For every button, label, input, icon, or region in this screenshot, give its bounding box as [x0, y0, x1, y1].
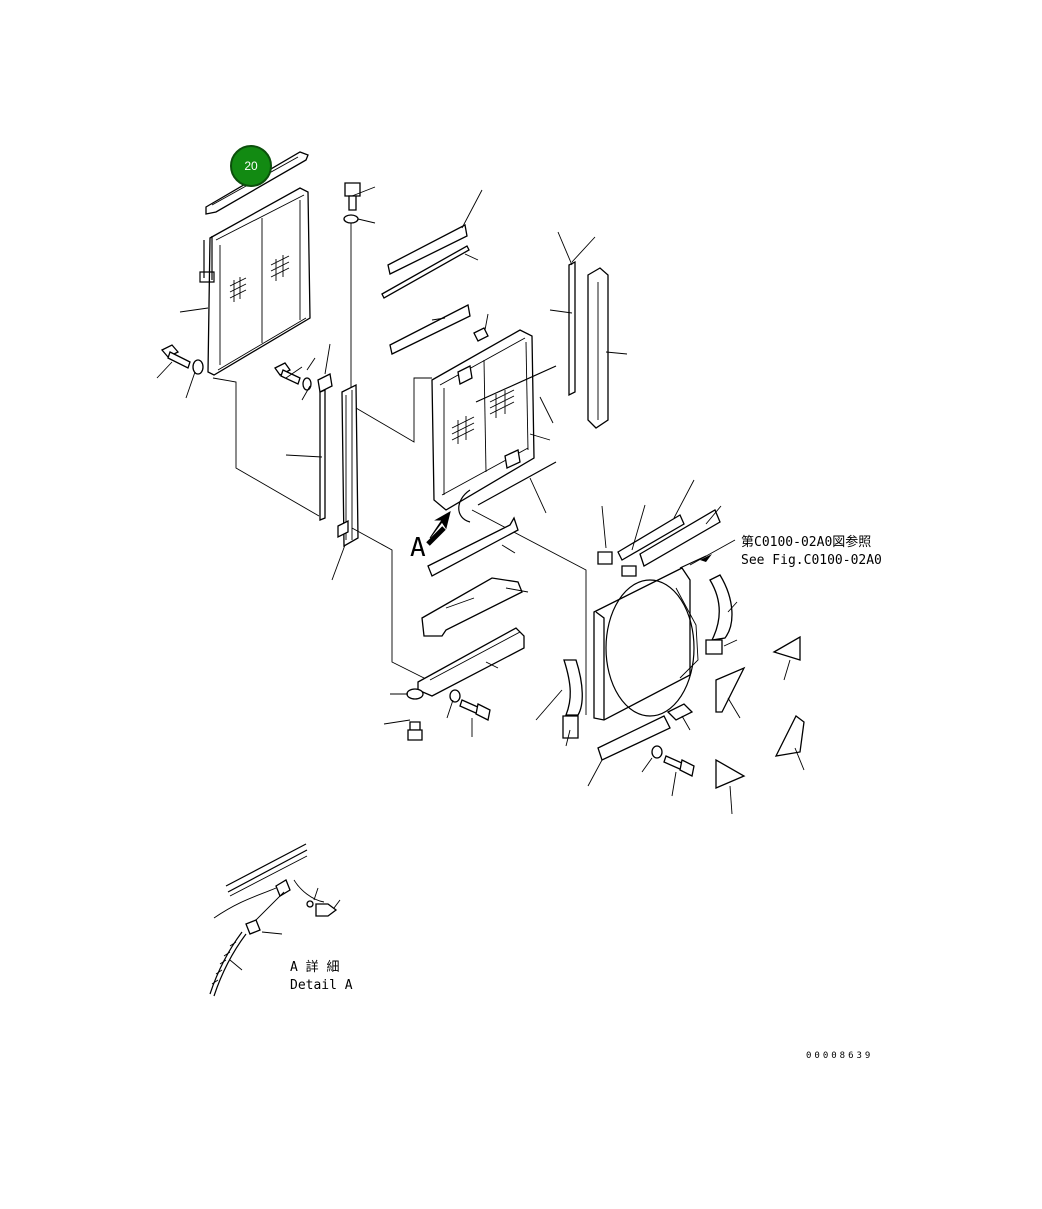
small-clip[interactable] — [473, 327, 489, 342]
washer-bottom-1[interactable] — [406, 688, 424, 700]
reference-arrowhead — [700, 554, 712, 562]
thin-rod-left[interactable] — [319, 389, 326, 521]
view-arrow — [426, 510, 451, 546]
curved-seal-right[interactable] — [705, 574, 733, 655]
bottom-seal-block[interactable] — [666, 703, 694, 721]
triangle-plate-3[interactable] — [774, 715, 805, 757]
bolt-bottom-3[interactable] — [663, 755, 695, 777]
seal-strip-top-2[interactable] — [381, 245, 470, 299]
seal-block-2[interactable] — [617, 514, 685, 561]
fan-shroud[interactable] — [593, 567, 699, 721]
washer-bottom-3[interactable] — [651, 745, 663, 759]
lower-cover-plate-1[interactable] — [421, 577, 523, 637]
lower-cover-plate-2[interactable] — [417, 627, 525, 697]
leader-lines-bottom — [383, 544, 529, 737]
bolt-left-1[interactable] — [160, 344, 191, 369]
leader-lines-right — [601, 479, 736, 566]
reference-text-jp: 第C0100-02A0図参照 — [741, 534, 871, 550]
center-radiator[interactable] — [431, 329, 535, 511]
bolt-bottom-1[interactable] — [407, 721, 423, 741]
reference-leader — [679, 555, 707, 569]
vertical-bolt[interactable] — [344, 182, 361, 211]
hotspot-label: 20 — [244, 159, 258, 173]
detail-title-jp: A 詳 細 — [290, 959, 339, 975]
lower-seal-1[interactable] — [427, 516, 519, 577]
vertical-stay-post[interactable] — [337, 383, 359, 548]
seal-strip-top-3[interactable] — [389, 304, 471, 355]
leader-lines-lower-right — [535, 601, 805, 815]
washer-bottom-2[interactable] — [449, 689, 461, 703]
triangle-plate-4[interactable] — [715, 758, 746, 789]
center-rod-2[interactable] — [477, 461, 557, 506]
bolt-left-2[interactable] — [274, 362, 301, 385]
triangle-plate-1[interactable] — [772, 635, 801, 661]
curved-seal-left[interactable] — [562, 659, 583, 739]
seal-strip-top-1[interactable] — [387, 224, 468, 275]
hose-detail-a[interactable] — [458, 489, 471, 523]
detail-a-drawing — [209, 843, 341, 997]
vertical-washer[interactable] — [343, 214, 359, 224]
small-bracket-left[interactable] — [317, 373, 333, 393]
view-marker-a: A — [410, 533, 426, 563]
thin-rod-right[interactable] — [568, 260, 576, 397]
seal-block-3[interactable] — [621, 565, 637, 577]
drawing-number: 00008639 — [806, 1051, 873, 1061]
detail-title-en: Detail A — [290, 978, 353, 993]
center-rod-1[interactable] — [475, 365, 557, 403]
left-condenser-frame[interactable] — [199, 187, 311, 376]
seal-block-1[interactable] — [597, 551, 613, 565]
right-side-panel[interactable] — [587, 267, 609, 429]
washer-left-2[interactable] — [302, 377, 312, 391]
triangle-plate-2[interactable] — [715, 666, 746, 713]
bottom-seal-strip[interactable] — [597, 715, 671, 761]
reference-text-en: See Fig.C0100-02A0 — [741, 553, 882, 568]
hotspot-callout-20[interactable]: 20 — [230, 145, 272, 187]
seal-block-4[interactable] — [639, 509, 721, 567]
washer-left-1[interactable] — [192, 359, 204, 375]
bolt-bottom-2[interactable] — [459, 699, 491, 721]
